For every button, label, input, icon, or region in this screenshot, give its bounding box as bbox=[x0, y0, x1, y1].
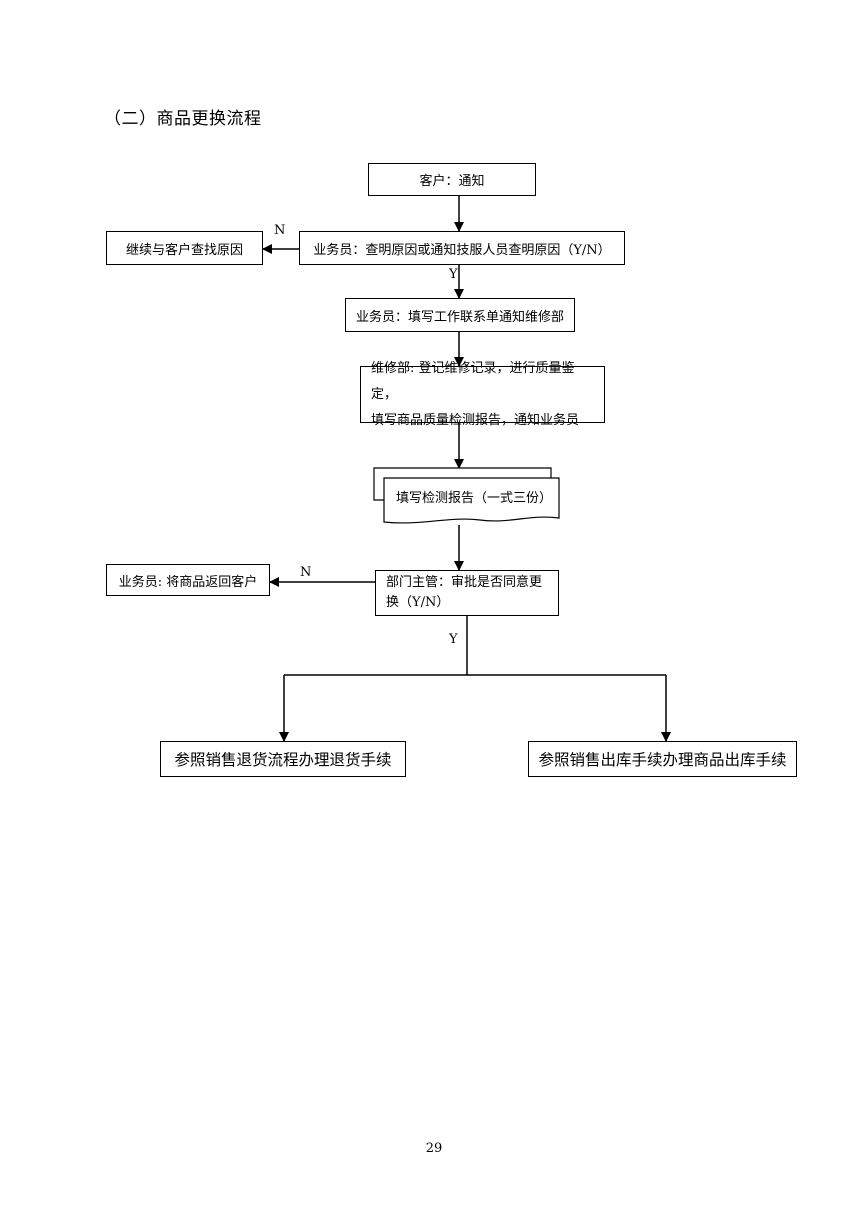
node-repair-dept-line1: 维修部: 登记维修记录，进行质量鉴定， bbox=[371, 360, 575, 402]
label-n-approve: N bbox=[300, 565, 312, 580]
document-shape bbox=[373, 467, 560, 524]
node-manager-approval: 部门主管：审批是否同意更 换（Y/N） bbox=[375, 570, 559, 616]
node-outbound-procedure: 参照销售出库手续办理商品出库手续 bbox=[528, 741, 797, 777]
node-continue-search: 继续与客户查找原因 bbox=[106, 231, 263, 265]
node-salesperson-check-label: 业务员：查明原因或通知技服人员查明原因（Y/N） bbox=[313, 242, 611, 258]
page-heading: （二）商品更换流程 bbox=[104, 109, 262, 129]
node-return-to-customer: 业务员: 将商品返回客户 bbox=[106, 564, 270, 596]
node-salesperson-check: 业务员：查明原因或通知技服人员查明原因（Y/N） bbox=[299, 231, 625, 265]
node-fill-contact-form-label: 业务员：填写工作联系单通知维修部 bbox=[355, 309, 564, 325]
page-number: 29 bbox=[425, 1141, 443, 1156]
node-customer-notify-label: 客户：通知 bbox=[419, 174, 485, 189]
document-shape-front bbox=[383, 477, 560, 524]
node-manager-approval-line1: 部门主管：审批是否同意更 bbox=[386, 575, 543, 590]
node-repair-dept-line2: 填写商品质量检测报告，通知业务员 bbox=[371, 412, 580, 428]
node-continue-search-label: 继续与客户查找原因 bbox=[125, 242, 243, 258]
node-refund-procedure-label: 参照销售退货流程办理退货手续 bbox=[174, 751, 392, 769]
node-outbound-procedure-label: 参照销售出库手续办理商品出库手续 bbox=[538, 751, 787, 769]
node-return-to-customer-label: 业务员: 将商品返回客户 bbox=[118, 574, 258, 590]
node-manager-approval-line2: 换（Y/N） bbox=[386, 595, 450, 610]
label-y-check: Y bbox=[449, 267, 458, 282]
node-fill-contact-form: 业务员：填写工作联系单通知维修部 bbox=[345, 298, 575, 332]
node-repair-dept: 维修部: 登记维修记录，进行质量鉴定， 填写商品质量检测报告，通知业务员 bbox=[360, 361, 605, 428]
label-y-approve: Y bbox=[449, 632, 458, 647]
node-inspection-report-label: 填写检测报告（一式三份） bbox=[396, 491, 553, 506]
label-n-check: N bbox=[274, 223, 286, 238]
node-refund-procedure: 参照销售退货流程办理退货手续 bbox=[160, 741, 406, 777]
node-customer-notify: 客户：通知 bbox=[368, 163, 536, 196]
